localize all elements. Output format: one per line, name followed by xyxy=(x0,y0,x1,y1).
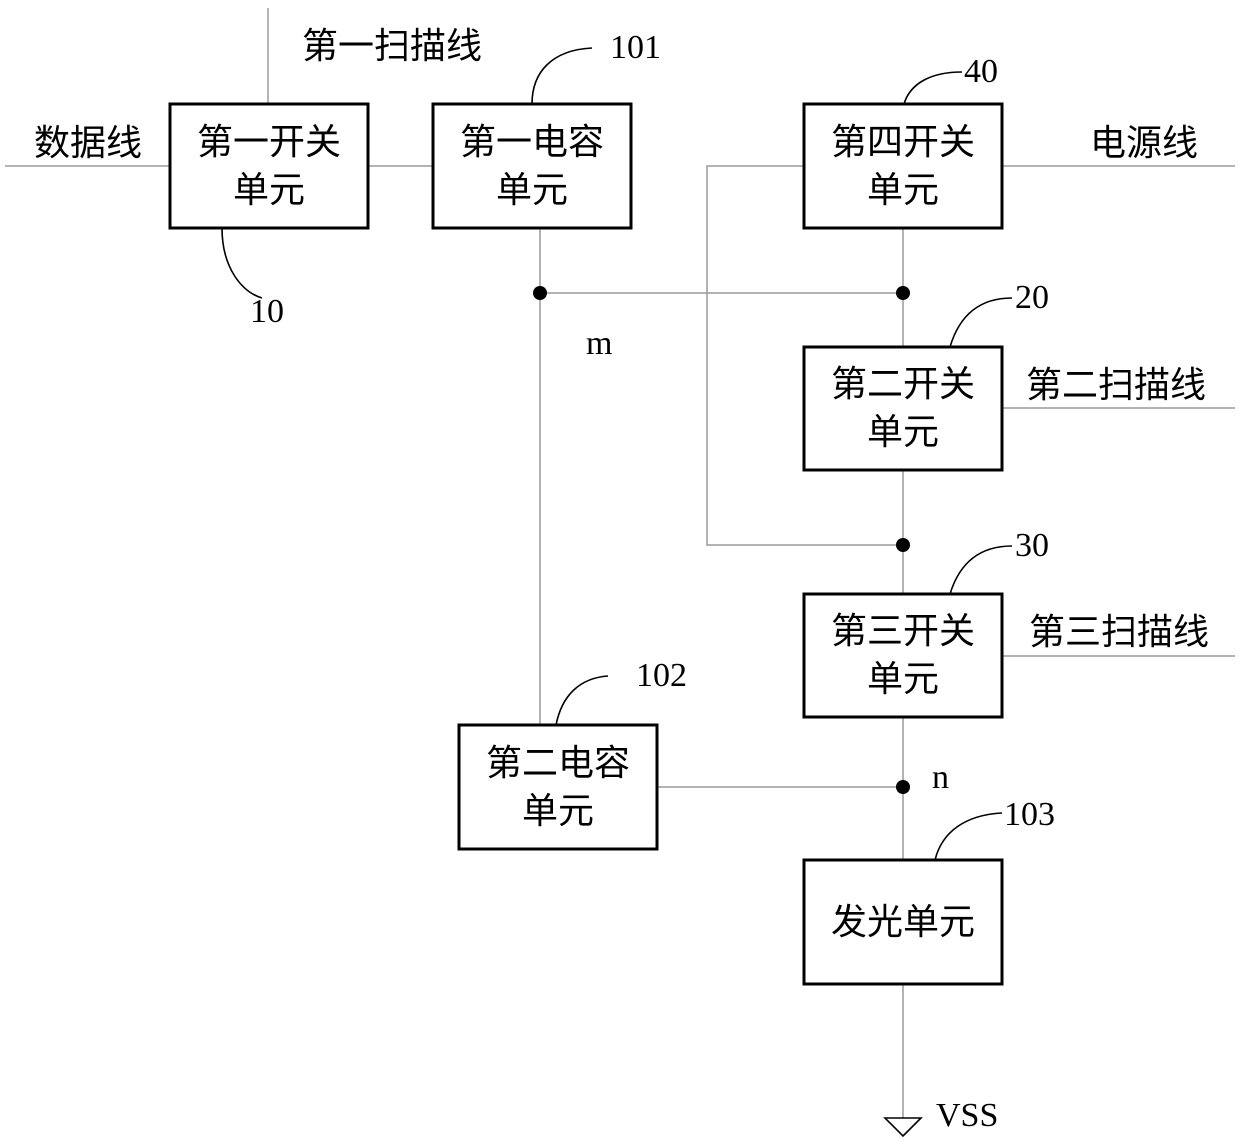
ref-30: 30 xyxy=(1015,527,1049,564)
leader-101 xyxy=(532,48,592,104)
ref-101: 101 xyxy=(610,29,661,66)
power-line-label: 电源线 xyxy=(1090,123,1198,164)
block-switch2: 第二开关 单元 xyxy=(804,347,1002,470)
switch1-label-line1: 第一开关 xyxy=(197,122,341,163)
leader-103 xyxy=(935,813,1002,860)
node-m-junction-left xyxy=(533,286,547,300)
cap1-label-line1: 第一电容 xyxy=(460,122,604,163)
switch3-label-line2: 单元 xyxy=(867,659,939,700)
leader-20 xyxy=(950,298,1012,347)
cap2-label-line1: 第二电容 xyxy=(486,743,630,784)
block-switch4: 第四开关 单元 xyxy=(804,104,1002,228)
ref-103: 103 xyxy=(1004,796,1055,833)
ground-symbol xyxy=(885,1118,921,1136)
node-n-label: n xyxy=(932,759,949,796)
cap2-label-line2: 单元 xyxy=(522,791,594,832)
switch4-label-line2: 单元 xyxy=(867,170,939,211)
node-n-junction xyxy=(896,780,910,794)
cap1-label-line2: 单元 xyxy=(496,170,568,211)
switch1-label-line2: 单元 xyxy=(233,170,305,211)
ref-10: 10 xyxy=(250,293,284,330)
leader-30 xyxy=(950,546,1012,594)
ref-102: 102 xyxy=(636,657,687,694)
switch2-label-line1: 第二开关 xyxy=(831,364,975,405)
block-switch1: 第一开关 单元 xyxy=(170,104,368,228)
leader-40 xyxy=(904,72,962,104)
scan3-label: 第三扫描线 xyxy=(1029,612,1209,653)
block-emitter: 发光单元 xyxy=(804,860,1002,984)
switch2-label-line2: 单元 xyxy=(867,412,939,453)
node-m-junction-right xyxy=(896,286,910,300)
emitter-label: 发光单元 xyxy=(831,902,975,943)
block-switch3: 第三开关 单元 xyxy=(804,594,1002,717)
switch3-label-line1: 第三开关 xyxy=(831,611,975,652)
block-cap2: 第二电容 单元 xyxy=(459,725,657,849)
ref-40: 40 xyxy=(964,53,998,90)
ref-20: 20 xyxy=(1015,279,1049,316)
vss-label: VSS xyxy=(936,1097,998,1134)
loop-junction xyxy=(896,538,910,552)
switch4-label-line1: 第四开关 xyxy=(831,122,975,163)
leader-102 xyxy=(556,676,608,725)
block-cap1: 第一电容 单元 xyxy=(433,104,631,228)
node-m-label: m xyxy=(586,325,612,362)
scan1-label: 第一扫描线 xyxy=(302,26,482,67)
data-line-label: 数据线 xyxy=(34,123,142,164)
leader-10 xyxy=(222,228,262,298)
scan2-label: 第二扫描线 xyxy=(1026,365,1206,406)
